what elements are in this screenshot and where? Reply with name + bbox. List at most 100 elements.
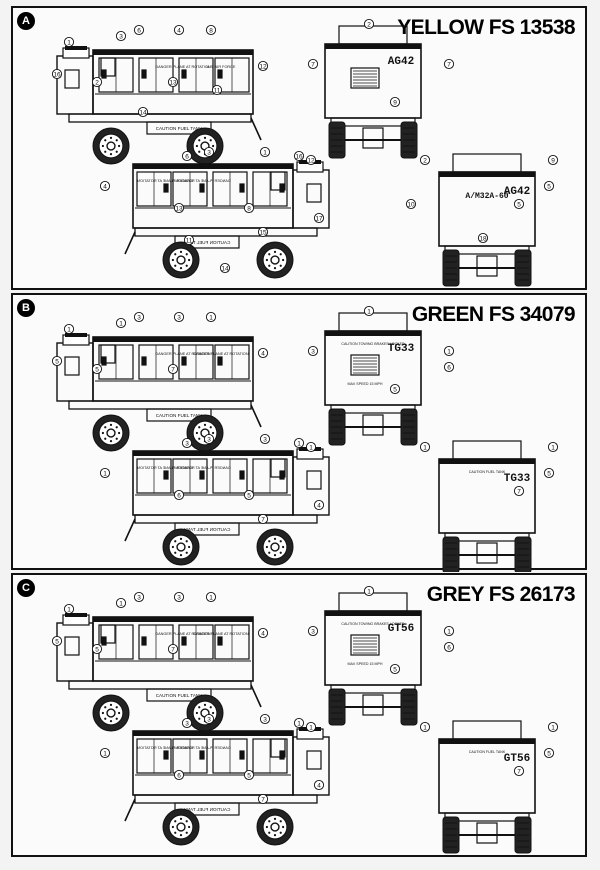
- lug-nut: [265, 258, 268, 262]
- callout-circle: [167, 76, 179, 88]
- callout-marker: 3: [115, 30, 127, 42]
- callout-number: 15: [259, 230, 267, 237]
- callout-circle: [173, 489, 185, 501]
- lug-nut: [279, 551, 282, 554]
- callout-circle: [543, 747, 555, 759]
- callout-circle: [293, 150, 305, 162]
- danger-plate-text: U.S. AIR FORCE: [207, 65, 236, 69]
- danger-plate-text: DANGER PLANE AT ROTATION: [175, 746, 230, 750]
- fuel-tank-label: CAUTION FUEL TANK: [156, 126, 204, 131]
- wheel: [92, 694, 130, 732]
- callout-number: 4: [317, 783, 321, 790]
- callout-circle: [99, 180, 111, 192]
- door-hinge: [181, 69, 187, 79]
- callout-circle: [63, 323, 75, 335]
- callout-circle: [173, 202, 185, 214]
- callout-marker: 1: [305, 441, 317, 453]
- top-housing: [338, 312, 408, 332]
- door-hinge: [279, 183, 285, 193]
- callout-marker: 4: [99, 180, 111, 192]
- lug-nut: [212, 711, 215, 715]
- callout-circle: [313, 212, 325, 224]
- hub: [270, 255, 280, 265]
- callout-circle: [257, 627, 269, 639]
- callout-number: 8: [209, 28, 213, 35]
- wheel: [92, 414, 130, 452]
- tow-bar: [250, 404, 262, 428]
- callout-circle: [257, 60, 269, 72]
- lug-nut: [109, 153, 113, 156]
- lug-nut: [171, 545, 174, 549]
- control-panel: [270, 458, 286, 478]
- chassis-frame: [134, 794, 318, 804]
- callout-circle: [243, 769, 255, 781]
- callout-number: 14: [139, 110, 147, 117]
- callout-marker: 1: [99, 467, 111, 479]
- callout-number: 12: [307, 158, 315, 165]
- fuel-tank-label: CAUTION FUEL TANK: [183, 807, 231, 812]
- callout-marker: 3: [307, 345, 319, 357]
- callout-circle: [51, 635, 63, 647]
- callout-circle: [91, 363, 103, 375]
- callout-circle: [259, 713, 271, 725]
- lug-nut: [203, 423, 207, 426]
- callout-marker: 4: [173, 24, 185, 36]
- callout-marker: 6: [443, 361, 455, 373]
- unit-code: GT56: [504, 753, 530, 765]
- louver-grille: [350, 634, 380, 656]
- callout-circle: [313, 779, 325, 791]
- callout-circle: [547, 154, 559, 166]
- callout-marker: 1: [547, 721, 559, 733]
- callout-circle: [363, 585, 375, 597]
- filter-box: [64, 69, 80, 89]
- callout-marker: 3: [203, 433, 215, 445]
- fuel-tank: [146, 688, 212, 702]
- callout-marker: 3: [181, 437, 193, 449]
- callout-number: 8: [247, 206, 251, 213]
- callout-number: 17: [315, 216, 323, 223]
- callout-number: 1: [67, 40, 71, 47]
- lug-nut: [109, 720, 113, 723]
- unit-code: AG42: [388, 56, 414, 68]
- lug-nut: [115, 717, 118, 720]
- callout-circle: [389, 663, 401, 675]
- callout-circle: [203, 433, 215, 445]
- callout-circle: [305, 441, 317, 453]
- chassis-frame: [68, 680, 252, 690]
- lug-nut: [185, 264, 188, 267]
- callout-number: 3: [311, 629, 315, 636]
- callout-number: 10: [407, 202, 415, 209]
- door-hinge: [101, 636, 107, 646]
- hub: [176, 822, 186, 832]
- callout-circle: [405, 198, 417, 210]
- callout-circle: [293, 437, 305, 449]
- callout-number: 3: [119, 34, 123, 41]
- callout-marker: 1: [419, 441, 431, 453]
- wheel: [186, 127, 224, 165]
- lug-nut: [279, 264, 282, 267]
- lug-nut: [279, 831, 282, 834]
- fuel-tank: [174, 522, 240, 536]
- lug-nut: [109, 703, 113, 706]
- chassis-frame: [134, 227, 318, 237]
- lug-nut: [185, 551, 188, 554]
- callout-marker: 7: [513, 485, 525, 497]
- lug-nut: [198, 150, 201, 153]
- unit-code: TG33: [504, 473, 531, 485]
- filter-box: [306, 470, 322, 490]
- callout-marker: 14: [137, 106, 149, 118]
- callout-marker: 7: [257, 793, 269, 805]
- fuel-tank: [146, 121, 212, 135]
- section-a-title: YELLOW FS 13538: [397, 16, 575, 39]
- callout-marker: 3: [181, 717, 193, 729]
- lug-nut: [109, 440, 113, 443]
- lug-nut: [118, 711, 121, 715]
- callout-circle: [183, 234, 195, 246]
- callout-marker: 12: [257, 60, 269, 72]
- louver-grille: [350, 67, 380, 89]
- callout-marker: 2: [419, 154, 431, 166]
